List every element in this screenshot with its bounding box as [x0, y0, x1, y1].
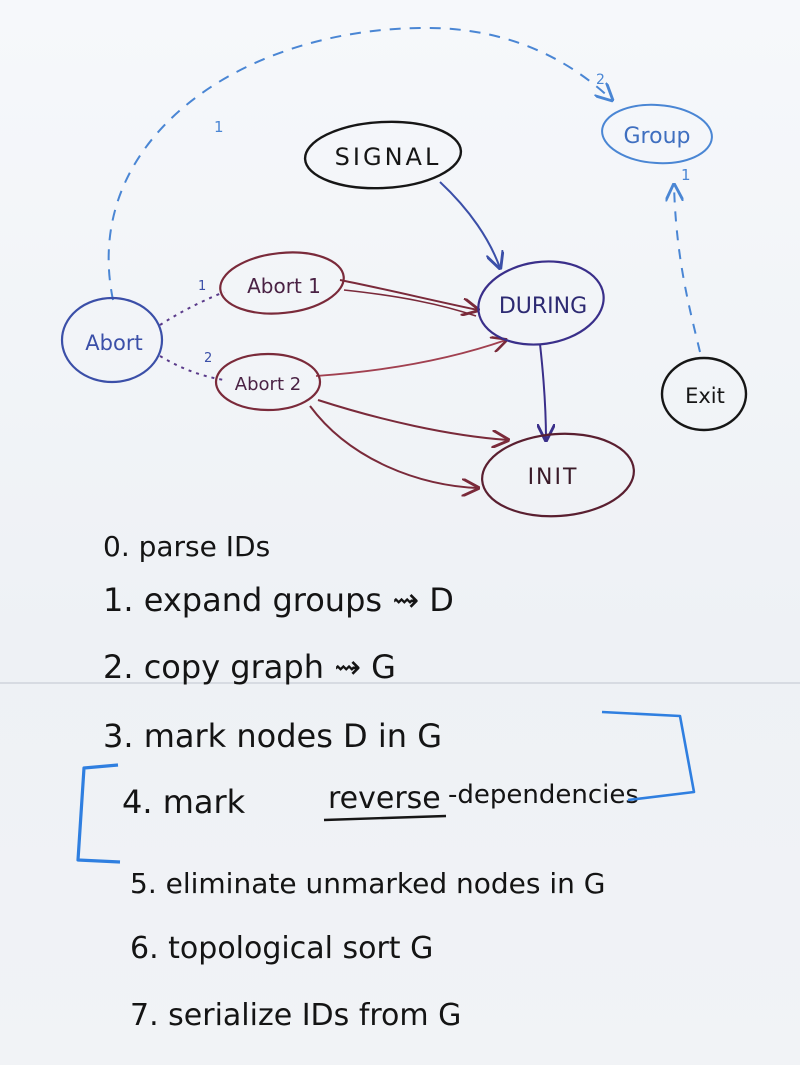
- node-abort1-label: Abort 1: [247, 274, 321, 298]
- edge-abort2-to-init-b: [309, 405, 478, 488]
- edge-label-abort-to-abort1: 1: [198, 279, 206, 294]
- node-signal-label: SIGNAL: [335, 143, 442, 171]
- node-abort-label: Abort: [85, 331, 142, 355]
- step-4-emphasis: reverse: [328, 781, 441, 816]
- node-exit-label: Exit: [685, 384, 725, 408]
- node-exit: Exit: [660, 356, 748, 432]
- step-2: 2. copy graph ⇝ G: [103, 648, 396, 686]
- node-during: DURING: [477, 260, 605, 346]
- edge-abort1-to-during-b: [343, 289, 477, 317]
- step-1: 1. expand groups ⇝ D: [103, 581, 454, 619]
- node-abort: Abort: [60, 296, 164, 384]
- node-signal: SIGNAL: [303, 120, 463, 190]
- edge-label-exit-to-group: 1: [681, 166, 691, 184]
- step-4-label: 4. mark: [122, 783, 246, 821]
- node-init: INIT: [481, 432, 635, 518]
- step-4: 4. mark reverse -dependencies: [122, 780, 639, 822]
- node-abort2: Abort 2: [214, 352, 322, 412]
- edge-label-abort-to-abort2: 2: [204, 351, 212, 366]
- step-4-underline: [323, 814, 447, 822]
- edge-label-group-arrow: 2: [596, 72, 605, 88]
- edge-abort2-to-during: [315, 340, 506, 377]
- node-abort1: Abort 1: [219, 251, 345, 315]
- node-during-label: DURING: [499, 294, 587, 319]
- step-5: 5. eliminate unmarked nodes in G: [130, 867, 606, 900]
- left-bracket: [76, 763, 121, 864]
- edge-abort2-to-init-a: [317, 399, 508, 440]
- edge-abort-to-abort1: [159, 291, 225, 326]
- node-init-label: INIT: [528, 465, 579, 490]
- edge-label-abort-to-group: 1: [214, 118, 224, 136]
- step-0: 0. parse IDs: [103, 530, 270, 563]
- node-group-label: Group: [624, 124, 691, 149]
- edge-abort1-to-during-a: [339, 279, 478, 310]
- right-bracket: [601, 710, 696, 802]
- node-group: Group: [601, 103, 713, 165]
- node-abort2-label: Abort 2: [235, 374, 301, 395]
- edge-signal-to-during: [439, 181, 500, 268]
- edge-during-to-init: [540, 343, 546, 440]
- step-3: 3. mark nodes D in G: [103, 717, 442, 755]
- edge-abort-to-abort2: [159, 355, 225, 381]
- step-7: 7. serialize IDs from G: [130, 998, 461, 1033]
- step-6: 6. topological sort G: [130, 931, 433, 966]
- step-4-suffix: -dependencies: [448, 780, 639, 810]
- edge-exit-to-group: [674, 185, 701, 353]
